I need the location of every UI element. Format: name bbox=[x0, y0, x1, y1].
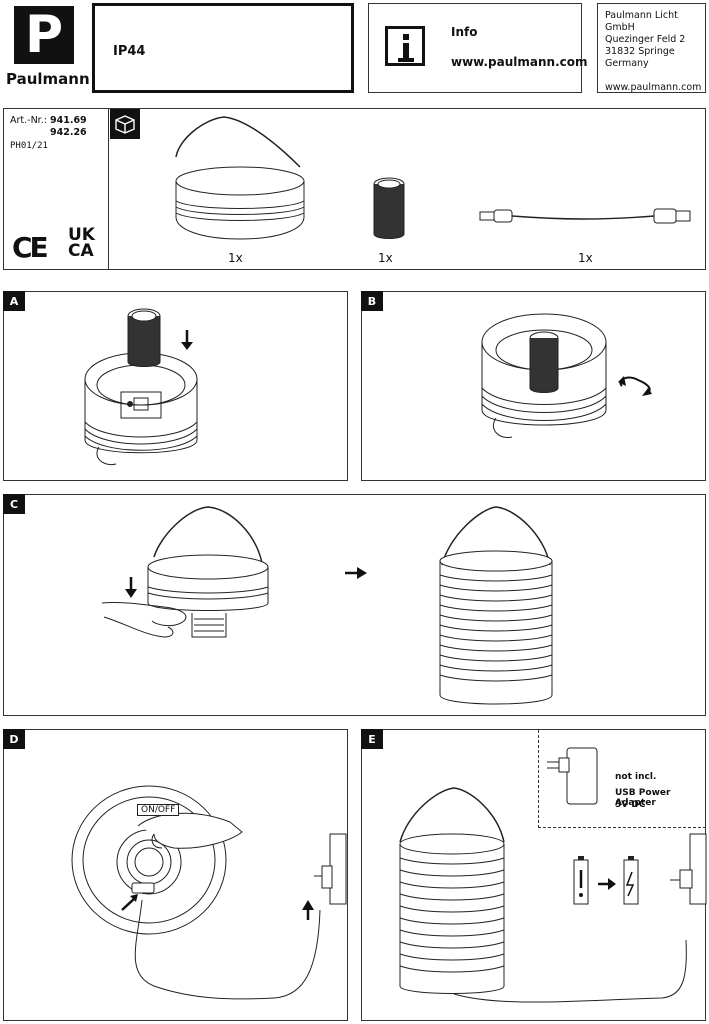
ukca-mark-top: UK bbox=[68, 225, 95, 245]
step-e-label: E bbox=[361, 729, 383, 749]
parts-divider bbox=[108, 109, 109, 269]
step-e-panel: E not incl. USB Power Adapter 5V DC bbox=[361, 729, 706, 1021]
on-off-button-label[interactable]: ON/OFF bbox=[137, 804, 180, 816]
ce-mark: CE bbox=[12, 231, 49, 264]
brand-name: Paulmann bbox=[6, 70, 90, 88]
adapter-name: USB Power Adapter bbox=[615, 788, 671, 808]
step-a-label: A bbox=[3, 291, 25, 311]
not-included-note: not incl. bbox=[615, 772, 657, 782]
ip-rating: IP44 bbox=[113, 44, 146, 59]
art-number-1: 941.69 bbox=[50, 115, 87, 126]
battery-qty: 1x bbox=[378, 251, 393, 265]
step-b-panel: B bbox=[361, 291, 706, 481]
company-street: Quezinger Feld 2 bbox=[605, 34, 686, 45]
parts-box: Art.-Nr.: 941.69 942.26 PH01/21 CE UK CA… bbox=[3, 108, 706, 270]
ukca-mark: UK CA bbox=[68, 225, 95, 261]
step-e-illustration bbox=[362, 730, 707, 1022]
step-b-illustration bbox=[362, 292, 652, 482]
logo-mark: P bbox=[14, 6, 74, 64]
info-box: Info www.paulmann.com bbox=[368, 3, 588, 93]
adapter-note-box: not incl. USB Power Adapter 5V DC bbox=[538, 730, 706, 828]
company-url[interactable]: www.paulmann.com bbox=[605, 82, 702, 93]
usb-adapter-icon bbox=[547, 747, 598, 805]
rating-box: IP44 bbox=[92, 3, 354, 93]
lantern-qty: 1x bbox=[228, 251, 243, 265]
art-number-2: 942.26 bbox=[50, 127, 87, 138]
info-title: Info bbox=[451, 25, 478, 39]
step-d-panel: D ON/OFF bbox=[3, 729, 348, 1021]
production-code: PH01/21 bbox=[10, 141, 48, 151]
step-c-illustration bbox=[4, 495, 707, 717]
step-a-illustration bbox=[4, 292, 349, 482]
company-city: 31832 Springe bbox=[605, 46, 675, 57]
company-country: Germany bbox=[605, 58, 649, 69]
paulmann-logo: P Paulmann bbox=[6, 6, 90, 92]
step-d-illustration bbox=[4, 730, 349, 1022]
adapter-voltage: 5V DC bbox=[615, 800, 646, 810]
step-a-panel: A bbox=[3, 291, 348, 481]
ukca-mark-bottom: CA bbox=[68, 241, 94, 261]
info-url[interactable]: www.paulmann.com bbox=[451, 55, 588, 69]
company-name: Paulmann Licht GmbH bbox=[605, 10, 678, 33]
step-c-label: C bbox=[3, 494, 25, 514]
info-icon bbox=[385, 26, 425, 66]
package-icon bbox=[110, 109, 140, 139]
art-label: Art.-Nr.: bbox=[10, 115, 47, 126]
lantern-base-illustration bbox=[4, 109, 707, 271]
company-box: Paulmann Licht GmbH Quezinger Feld 2 318… bbox=[597, 3, 706, 93]
step-b-label: B bbox=[361, 291, 383, 311]
step-d-label: D bbox=[3, 729, 25, 749]
cable-qty: 1x bbox=[578, 251, 593, 265]
step-c-panel: C bbox=[3, 494, 706, 716]
